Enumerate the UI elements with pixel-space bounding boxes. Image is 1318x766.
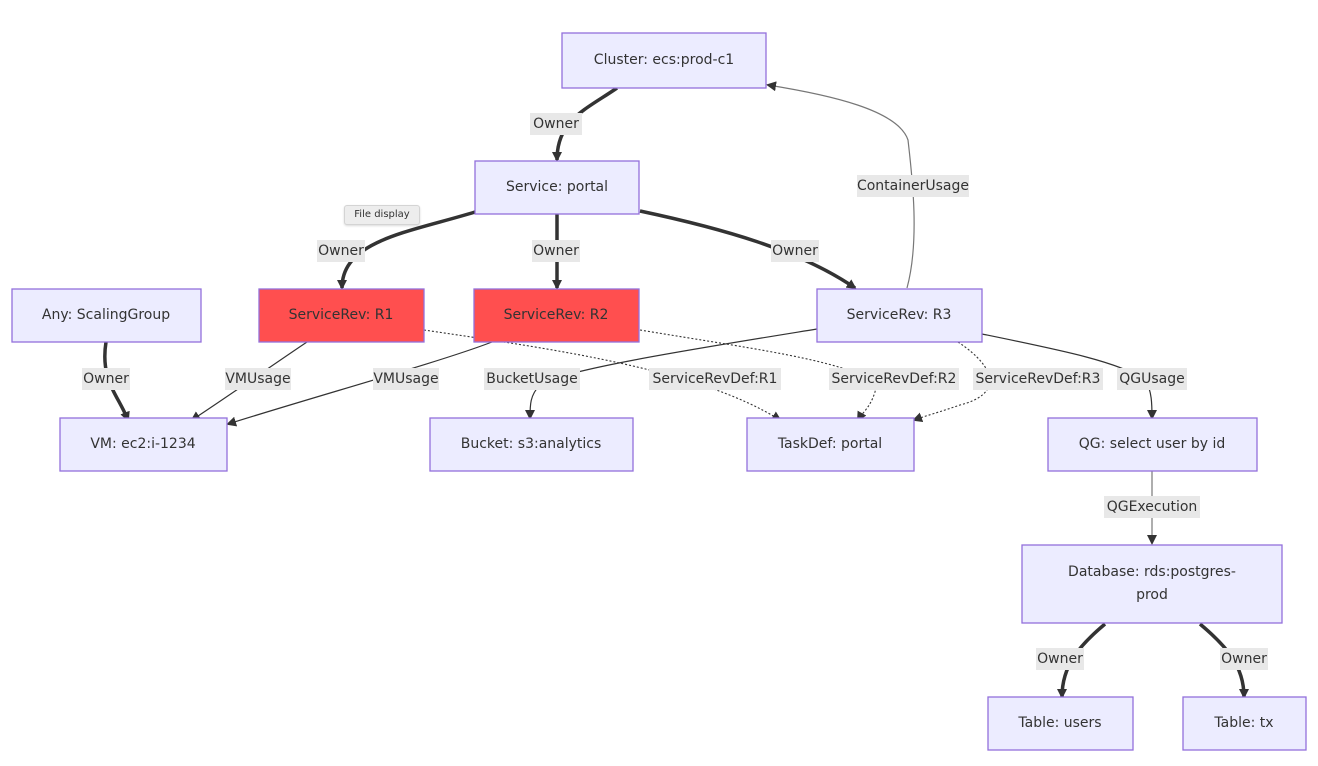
svg-text:Database: rds:postgres-: Database: rds:postgres- bbox=[1068, 564, 1236, 580]
edge-label-cluster-service: Owner bbox=[530, 113, 582, 135]
svg-text:BucketUsage: BucketUsage bbox=[486, 371, 578, 387]
node-service[interactable]: Service: portal bbox=[474, 160, 640, 215]
svg-text:VMUsage: VMUsage bbox=[225, 371, 290, 387]
node-service-rev-r2[interactable]: ServiceRev: R2 bbox=[473, 288, 640, 343]
edge-label-r1-taskdef: ServiceRevDef:R1 bbox=[649, 368, 781, 390]
node-scaling-group[interactable]: Any: ScalingGroup bbox=[11, 288, 202, 343]
svg-text:Table: tx: Table: tx bbox=[1213, 715, 1273, 731]
svg-text:ServiceRev: R1: ServiceRev: R1 bbox=[289, 307, 394, 323]
svg-text:Owner: Owner bbox=[1221, 651, 1267, 667]
svg-text:Table: users: Table: users bbox=[1017, 715, 1101, 731]
edge-label-db-tx: Owner bbox=[1220, 648, 1268, 670]
edge-label-r3-qg: QGUsage bbox=[1117, 368, 1187, 390]
edge-label-service-r2: Owner bbox=[532, 240, 580, 262]
svg-text:QGUsage: QGUsage bbox=[1119, 371, 1185, 387]
svg-text:Owner: Owner bbox=[318, 243, 364, 259]
svg-text:Any: ScalingGroup: Any: ScalingGroup bbox=[42, 307, 170, 323]
edge-label-service-r1: Owner bbox=[317, 240, 365, 262]
edge-service-r3 bbox=[639, 209, 857, 290]
edge-label-r2-taskdef: ServiceRevDef:R2 bbox=[829, 368, 959, 390]
svg-text:Bucket: s3:analytics: Bucket: s3:analytics bbox=[461, 436, 602, 452]
file-display-tooltip: File display bbox=[344, 205, 420, 225]
svg-text:Owner: Owner bbox=[772, 243, 818, 259]
svg-text:QGExecution: QGExecution bbox=[1107, 499, 1198, 515]
node-table-users[interactable]: Table: users bbox=[987, 696, 1134, 751]
node-taskdef[interactable]: TaskDef: portal bbox=[746, 417, 915, 472]
node-vm[interactable]: VM: ec2:i-1234 bbox=[59, 417, 228, 472]
node-bucket[interactable]: Bucket: s3:analytics bbox=[429, 417, 634, 472]
svg-text:Owner: Owner bbox=[83, 371, 129, 387]
node-table-tx[interactable]: Table: tx bbox=[1182, 696, 1307, 751]
svg-text:Cluster: ecs:prod-c1: Cluster: ecs:prod-c1 bbox=[594, 52, 734, 68]
edge-label-scaling-vm: Owner bbox=[82, 368, 130, 390]
svg-text:VMUsage: VMUsage bbox=[373, 371, 438, 387]
node-database[interactable]: Database: rds:postgres- prod bbox=[1021, 544, 1283, 624]
edge-r3-cluster bbox=[766, 81, 915, 289]
svg-text:ServiceRevDef:R2: ServiceRevDef:R2 bbox=[832, 371, 957, 387]
svg-text:ServiceRevDef:R3: ServiceRevDef:R3 bbox=[976, 371, 1101, 387]
edge-label-r3-taskdef: ServiceRevDef:R3 bbox=[973, 368, 1103, 390]
node-service-rev-r1[interactable]: ServiceRev: R1 bbox=[258, 288, 425, 343]
edge-label-qg-db: QGExecution bbox=[1104, 496, 1200, 518]
edge-label-db-users: Owner bbox=[1036, 648, 1084, 670]
edge-label-r2-vm: VMUsage bbox=[373, 368, 439, 390]
edge-label-r3-cluster: ContainerUsage bbox=[857, 175, 969, 197]
svg-text:ServiceRevDef:R1: ServiceRevDef:R1 bbox=[653, 371, 778, 387]
edge-label-service-r3: Owner bbox=[771, 240, 819, 262]
svg-text:prod: prod bbox=[1136, 587, 1168, 603]
edge-r1-taskdef bbox=[423, 329, 782, 422]
svg-text:Service: portal: Service: portal bbox=[506, 179, 608, 195]
svg-text:ServiceRev: R2: ServiceRev: R2 bbox=[504, 307, 609, 323]
svg-text:QG: select user by id: QG: select user by id bbox=[1079, 436, 1225, 452]
svg-text:Owner: Owner bbox=[1037, 651, 1083, 667]
edge-service-r1 bbox=[337, 210, 476, 290]
edge-label-r1-vm: VMUsage bbox=[225, 368, 291, 390]
svg-text:TaskDef: portal: TaskDef: portal bbox=[777, 436, 882, 452]
nodes: Cluster: ecs:prod-c1 Service: portal Any… bbox=[11, 32, 1307, 751]
svg-text:ContainerUsage: ContainerUsage bbox=[857, 178, 969, 194]
edge-labels: Owner ContainerUsage Owner Owner Owner O… bbox=[82, 113, 1268, 670]
svg-text:Owner: Owner bbox=[533, 116, 579, 132]
svg-text:VM: ec2:i-1234: VM: ec2:i-1234 bbox=[90, 436, 195, 452]
node-service-rev-r3[interactable]: ServiceRev: R3 bbox=[816, 288, 983, 343]
svg-text:ServiceRev: R3: ServiceRev: R3 bbox=[847, 307, 952, 323]
node-qg[interactable]: QG: select user by id bbox=[1047, 417, 1258, 472]
svg-text:Owner: Owner bbox=[533, 243, 579, 259]
edge-label-r3-bucket: BucketUsage bbox=[484, 368, 580, 390]
node-cluster[interactable]: Cluster: ecs:prod-c1 bbox=[561, 32, 767, 89]
